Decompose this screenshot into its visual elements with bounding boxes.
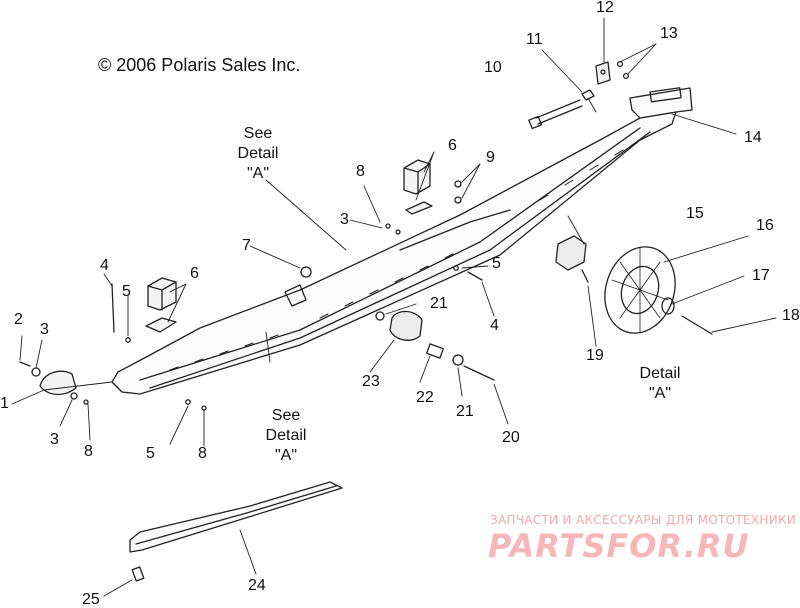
watermark-logo: PARTSFOR.RU	[488, 527, 750, 565]
wear-bar	[129, 481, 343, 553]
detail-right-line-1: Detail	[639, 365, 681, 382]
watermark-caption: ЗАПЧАСТИ И АКСЕССУАРЫ ДЛЯ МОТОТЕХНИКИ	[490, 513, 797, 527]
callout-25: 25	[82, 591, 100, 608]
callout-18: 18	[782, 307, 800, 324]
callout-8-bottom: 8	[198, 445, 207, 462]
detail-top-line-2: Detail	[237, 145, 279, 162]
rail-slots	[169, 149, 624, 371]
callout-13: 13	[660, 25, 678, 42]
nut-8-left	[83, 399, 89, 405]
see-detail-a-top: See Detail "A"	[234, 124, 282, 184]
detail-bottom-line-2: Detail	[265, 427, 307, 444]
callout-3-bottom: 3	[50, 431, 59, 448]
callout-7: 7	[242, 237, 251, 254]
leader-lines	[11, 17, 777, 597]
callout-15: 15	[686, 205, 704, 222]
callout-1: 1	[0, 395, 9, 412]
washer-3-left	[31, 367, 41, 377]
callout-2: 2	[14, 311, 23, 328]
callout-6-left: 6	[190, 265, 199, 282]
callout-5-center: 5	[492, 255, 501, 272]
callout-10: 10	[484, 59, 502, 76]
nut-5-left	[125, 337, 131, 343]
idler-wheel-hub	[620, 265, 660, 315]
bolt-19	[581, 269, 589, 283]
bolt-18	[681, 315, 713, 335]
bolt-10	[528, 99, 583, 130]
screws-13	[616, 60, 630, 80]
bolt-2	[19, 361, 31, 367]
nut-5-bottom	[185, 399, 191, 405]
end-cap-1	[39, 370, 77, 396]
callout-21-top: 21	[430, 295, 448, 312]
callout-12: 12	[596, 0, 614, 16]
callout-9: 9	[486, 149, 495, 166]
washer-7	[300, 266, 312, 278]
see-detail-a-bottom: See Detail "A"	[262, 406, 310, 466]
detail-top-line-1: See	[243, 125, 273, 142]
idler-wheel-spokes	[611, 247, 669, 333]
callout-22: 22	[416, 389, 434, 406]
bolt-4-left	[111, 283, 115, 333]
detail-top-line-3: "A"	[246, 165, 270, 182]
washer-21-top	[375, 311, 385, 321]
callout-3-left: 3	[40, 321, 49, 338]
callout-24: 24	[248, 577, 266, 594]
detail-bottom-line-3: "A"	[274, 447, 298, 464]
callout-8-left: 8	[84, 443, 93, 460]
callout-20: 20	[502, 429, 520, 446]
callout-11: 11	[526, 31, 543, 48]
bolt-25	[131, 566, 145, 582]
washer-17	[661, 297, 675, 315]
bushing-22	[426, 343, 444, 359]
callout-8-top: 8	[356, 163, 365, 180]
callout-4-center: 4	[490, 317, 499, 334]
block-6-left	[145, 277, 177, 333]
nuts-9	[454, 180, 462, 204]
nut-11	[581, 89, 595, 101]
callout-5-left: 5	[122, 283, 131, 300]
block-6-top	[403, 159, 433, 215]
callout-4-left: 4	[100, 257, 109, 274]
callout-23: 23	[362, 373, 380, 390]
callout-19: 19	[586, 347, 604, 364]
washer-21-bottom	[452, 354, 464, 366]
callout-14: 14	[744, 129, 762, 146]
washer-3-top	[385, 223, 391, 229]
callout-16: 16	[756, 217, 774, 234]
nut-8-bottom	[201, 405, 207, 411]
callout-3-top: 3	[340, 211, 349, 228]
washer-3-bottom	[70, 392, 78, 400]
callout-6-top: 6	[448, 137, 457, 154]
detail-right-line-2: "A"	[648, 385, 672, 402]
bearing-15	[555, 235, 587, 271]
detail-bottom-line-1: See	[271, 407, 301, 424]
nut-5-center	[453, 265, 459, 271]
bracket-12	[595, 61, 611, 85]
bolt-4-center	[467, 271, 483, 281]
copyright-notice: © 2006 Polaris Sales Inc.	[98, 55, 301, 75]
bolt-20	[463, 365, 495, 381]
nut-8-top	[395, 229, 401, 235]
detail-a-label: Detail "A"	[634, 364, 686, 404]
spacer-23	[389, 310, 423, 341]
skid-rail	[111, 87, 693, 395]
callout-5-bottom: 5	[146, 445, 155, 462]
callout-21-bottom: 21	[456, 403, 474, 420]
callout-17: 17	[752, 267, 770, 284]
